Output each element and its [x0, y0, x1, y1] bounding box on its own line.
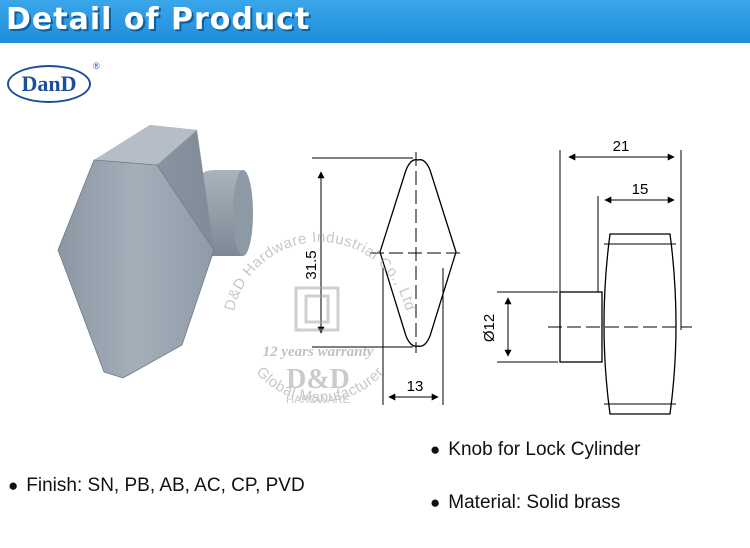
spec-finish: ● Finish: SN, PB, AB, AC, CP, PVD — [8, 475, 305, 497]
watermark-warranty: 12 years warranty — [263, 344, 374, 360]
dimension-height-label: 31.5 — [303, 250, 320, 279]
page-title: Detail of Product — [6, 2, 311, 37]
logo-text: DanD — [21, 71, 77, 96]
spec-material: ● Material: Solid brass — [430, 492, 620, 514]
spec-material-text: Material: Solid brass — [448, 492, 621, 513]
dimension-thickness-label: 13 — [407, 378, 424, 395]
spec-finish-text: Finish: SN, PB, AB, AC, CP, PVD — [26, 475, 305, 496]
logo-oval — [7, 65, 91, 103]
watermark-emblem — [294, 286, 340, 332]
bullet-icon: ● — [8, 476, 19, 495]
front-view-drawing — [312, 152, 462, 405]
spec-product: ● Knob for Lock Cylinder — [430, 439, 641, 461]
side-view-drawing — [497, 150, 692, 415]
registered-mark: ® — [93, 61, 100, 71]
spec-product-text: Knob for Lock Cylinder — [448, 439, 641, 460]
bullet-icon: ● — [430, 440, 441, 459]
knob-3d-render — [57, 125, 253, 379]
watermark-brand: D&D — [286, 364, 350, 395]
dimension-total-length-label: 21 — [613, 138, 630, 155]
dimension-body-length-label: 15 — [632, 181, 649, 198]
watermark-sub: HARDWARE — [286, 394, 350, 406]
header-bar: Detail of Product — [0, 0, 750, 43]
brand-logo: DanD ® — [7, 61, 100, 109]
bullet-icon: ● — [430, 493, 441, 512]
knob-front-face — [58, 160, 214, 378]
dimension-shank-diameter-label: Ø12 — [481, 314, 498, 342]
